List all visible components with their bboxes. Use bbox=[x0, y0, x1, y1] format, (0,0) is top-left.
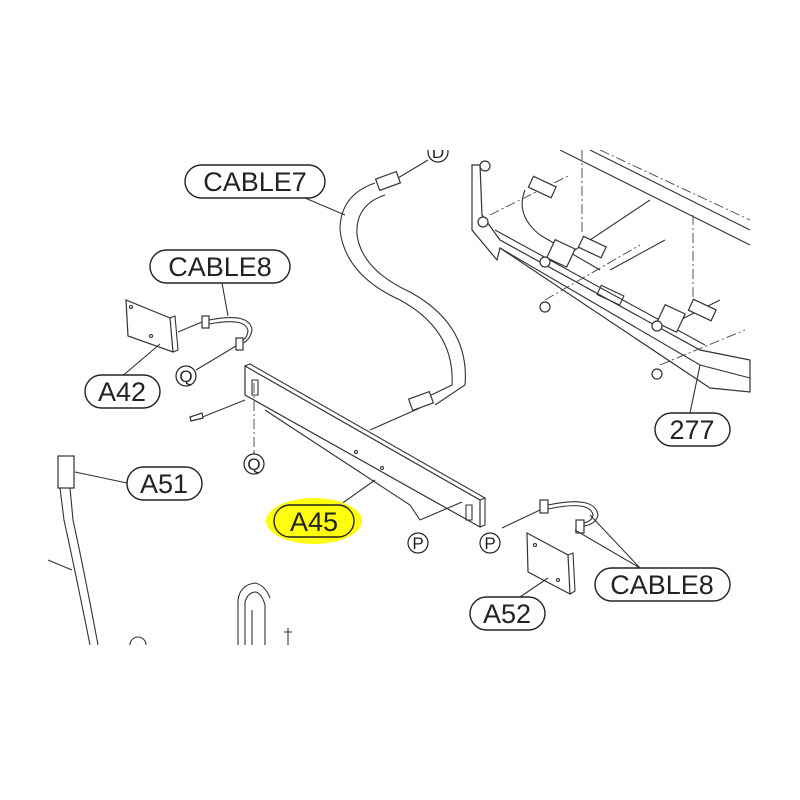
svg-text:P: P bbox=[412, 534, 423, 553]
highlight-mark bbox=[266, 498, 362, 544]
frame-277-drawing bbox=[471, 150, 751, 393]
callout-a51[interactable]: A51 bbox=[126, 466, 203, 501]
a45-drawing bbox=[189, 363, 487, 529]
connector-p-1: P bbox=[407, 532, 429, 554]
callout-label: CABLE7 bbox=[203, 167, 307, 197]
callout-a52[interactable]: A52 bbox=[469, 596, 546, 631]
callout-label: CABLE8 bbox=[168, 252, 272, 282]
svg-text:Q: Q bbox=[179, 367, 192, 386]
callout-a45-highlighted[interactable]: A45 bbox=[266, 498, 362, 544]
callout-a42[interactable]: A42 bbox=[84, 374, 161, 409]
a52-drawing bbox=[501, 499, 599, 596]
callout-label: A51 bbox=[140, 469, 188, 499]
svg-text:P: P bbox=[484, 534, 495, 553]
callout-label: CABLE8 bbox=[610, 570, 714, 600]
callout-cable8-right[interactable]: CABLE8 bbox=[594, 567, 731, 602]
callout-cable7[interactable]: CABLE7 bbox=[184, 164, 326, 199]
connector-p-2: P bbox=[479, 532, 501, 554]
connector-q-2: Q bbox=[243, 453, 265, 475]
diagram-drawing bbox=[47, 150, 751, 645]
a42-drawing bbox=[125, 299, 253, 371]
callout-label: 277 bbox=[669, 415, 714, 445]
connector-d-partial: D bbox=[427, 143, 449, 163]
callout-label: A52 bbox=[483, 599, 531, 629]
callout-label: A42 bbox=[98, 377, 146, 407]
svg-text:Q: Q bbox=[247, 455, 260, 474]
callout-277[interactable]: 277 bbox=[654, 412, 731, 447]
callout-label: A45 bbox=[290, 507, 338, 537]
svg-text:D: D bbox=[432, 143, 444, 162]
callout-cable8-left[interactable]: CABLE8 bbox=[149, 249, 291, 284]
connector-q-1: Q bbox=[175, 365, 197, 387]
bottom-fragments bbox=[129, 582, 292, 645]
a51-drawing bbox=[47, 455, 99, 645]
cable7-drawing bbox=[339, 159, 466, 412]
